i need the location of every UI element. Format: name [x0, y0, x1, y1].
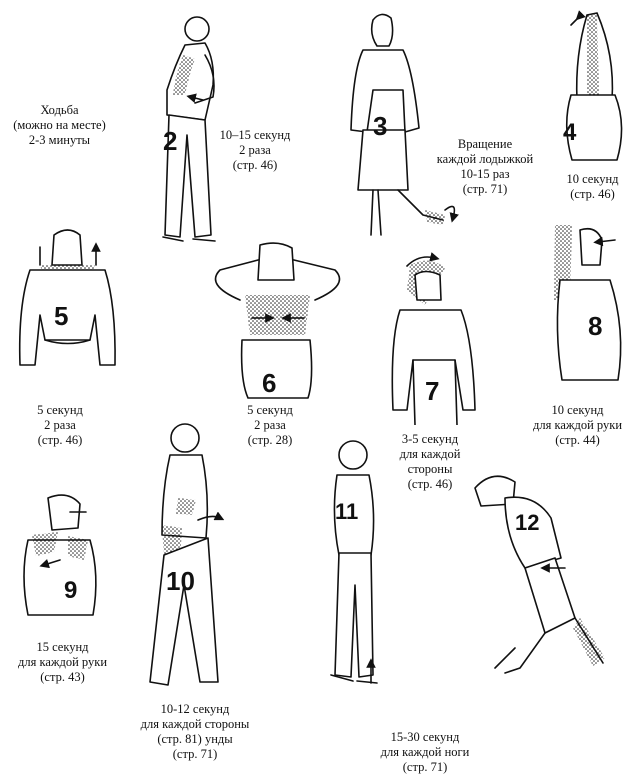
caption-line: 3-5 секунд: [401, 432, 459, 446]
caption-line: для каждой руки: [532, 418, 623, 432]
figure-number: 3: [373, 111, 387, 141]
caption-line: (стр. 43): [40, 670, 85, 684]
caption-line: Ходьба: [40, 103, 79, 117]
caption-line: 10 секунд: [551, 403, 604, 417]
figure-7: 7: [385, 250, 480, 425]
arrow-icon: [39, 247, 96, 266]
arrow-icon: [570, 10, 586, 26]
caption-line: каждой лодыжкой: [436, 152, 534, 166]
caption-line: для каждой: [399, 447, 461, 461]
caption-line: стороны: [407, 462, 453, 476]
caption-line: 2-3 минуты: [28, 133, 91, 147]
figure-number: 10: [166, 566, 195, 596]
caption-line: 15 секунд: [36, 640, 89, 654]
figure-4: 4: [557, 5, 632, 165]
caption-line: (стр. 71): [402, 760, 448, 774]
figure-number: 5: [54, 301, 68, 331]
figure-number: 7: [425, 376, 439, 406]
figure-number: 2: [163, 126, 177, 156]
caption-figure-8: 10 секунд для каждой руки (стр. 44): [520, 403, 635, 448]
caption-line: (стр. 81) унды: [157, 732, 233, 746]
caption-figure-7: 3-5 секунд для каждой стороны (стр. 46): [375, 432, 485, 492]
caption-figure-2: 10–15 секунд 2 раза (стр. 46): [205, 128, 305, 173]
caption-line: (стр. 46): [407, 477, 453, 491]
arrow-icon: [593, 236, 616, 247]
figure-number: 6: [262, 368, 276, 398]
figure-8: 8: [540, 220, 630, 390]
figure-number: 4: [563, 119, 577, 146]
figure-number: 8: [588, 311, 602, 341]
caption-line: 10 секунд: [566, 172, 619, 186]
caption-figure-4: 10 секунд (стр. 46): [555, 172, 630, 202]
caption-walking: Ходьба (можно на месте) 2-3 минуты: [2, 103, 117, 148]
caption-line: (стр. 46): [232, 158, 278, 172]
caption-line: (можно на месте): [13, 118, 106, 132]
caption-line: для каждой руки: [17, 655, 108, 669]
caption-figure-10: 10-12 секунд для каждой стороны (стр. 81…: [125, 702, 265, 762]
caption-line: 2 раза: [44, 418, 76, 432]
caption-line: 15-30 секунд: [390, 730, 460, 744]
arrow-icon: [39, 558, 61, 569]
caption-line: (стр. 46): [570, 187, 615, 201]
figure-3: 3: [333, 10, 468, 245]
figure-number: 12: [515, 510, 539, 535]
arrow-icon: [186, 93, 204, 103]
caption-line: (стр. 28): [247, 433, 293, 447]
caption-figure-11: 15-30 секунд для каждой ноги (стр. 71): [365, 730, 485, 775]
figure-12: 12: [465, 468, 615, 683]
caption-figure-5: 5 секунд 2 раза (стр. 46): [15, 403, 105, 448]
figure-2: 2: [155, 15, 230, 245]
caption-line: 2 раза: [254, 418, 286, 432]
rotation-arrow-icon: [406, 252, 440, 267]
caption-line: 2 раза: [239, 143, 271, 157]
figure-9: 9: [18, 490, 103, 620]
caption-line: 10-15 раз: [460, 167, 510, 181]
caption-line: Вращение: [457, 137, 513, 151]
caption-line: для каждой ноги: [380, 745, 470, 759]
figure-number: 9: [64, 577, 77, 604]
caption-figure-9: 15 секунд для каждой руки (стр. 43): [5, 640, 120, 685]
caption-line: (стр. 71): [462, 182, 508, 196]
caption-line: (стр. 71): [172, 747, 218, 761]
caption-line: 5 секунд: [247, 403, 293, 417]
figure-number: 11: [335, 499, 358, 524]
figure-6: 6: [200, 240, 355, 400]
caption-line: 10–15 секунд: [219, 128, 291, 142]
rotation-arrow-icon: [197, 511, 225, 521]
caption-figure-6: 5 секунд 2 раза (стр. 28): [225, 403, 315, 448]
caption-line: (стр. 46): [37, 433, 83, 447]
caption-line: 10-12 секунд: [160, 702, 230, 716]
figure-5: 5: [10, 225, 125, 385]
figure-10: 10: [140, 420, 230, 690]
caption-figure-3: Вращение каждой лодыжкой 10-15 раз (стр.…: [420, 137, 550, 197]
figure-11: 11: [325, 435, 385, 695]
caption-line: для каждой стороны: [140, 717, 250, 731]
rotation-arrow-icon: [444, 205, 459, 223]
caption-line: (стр. 44): [555, 433, 600, 447]
caption-line: 5 секунд: [37, 403, 83, 417]
